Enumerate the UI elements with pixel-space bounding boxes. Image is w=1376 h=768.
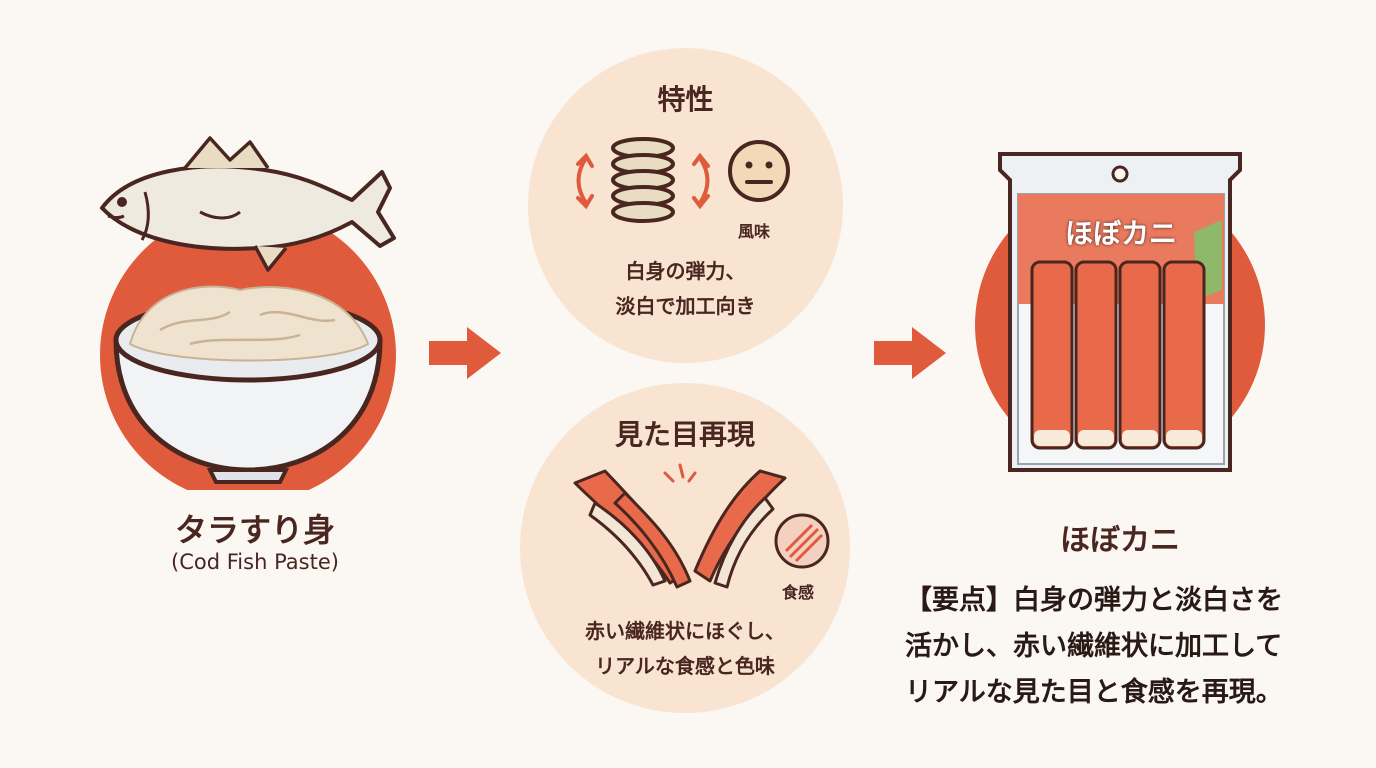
properties-title: 特性 [657,83,714,116]
arrow-right-icon [429,327,501,379]
product-title: ほぼカニ [1060,523,1180,558]
appearance-text-line1: 赤い繊維状にほぐし、 [585,619,785,643]
texture-label: 食感 [782,583,815,602]
product-panel: ほぼカニ ほぼカニ [960,140,1280,560]
source-panel: タラすり身 (Cod Fish Paste) [90,130,420,590]
summary-line1: 【要点】白身の弾力と淡白さを [905,585,1283,616]
flavor-label: 風味 [738,222,771,241]
summary-line2: 活かし、赤い繊維状に加工して [905,631,1283,662]
crab-stick-package-icon [975,152,1265,472]
magnifier-fiber-icon [774,513,830,569]
package-label: ほぼカニ [1064,217,1177,250]
appearance-text-line2: リアルな食感と色味 [595,654,775,678]
source-title: タラすり身 [174,511,335,549]
shredded-crab-stick-icon [573,463,787,589]
spring-icon [576,137,710,223]
summary-text: 【要点】白身の弾力と淡白さを 活かし、赤い繊維状に加工して リアルな見た目と食感… [905,578,1345,716]
bowl-of-paste-icon [100,136,396,490]
properties-text-line2: 淡白で加工向き [615,294,756,318]
source-subtitle: (Cod Fish Paste) [171,550,339,574]
properties-circle: 特性 風味 白身の弾力、 淡白で加工向き [528,48,843,363]
arrow-right-icon [874,327,946,379]
appearance-title: 見た目再現 [614,418,755,451]
neutral-face-icon [728,140,790,202]
summary-line3: リアルな見た目と食感を再現。 [905,677,1283,708]
appearance-circle: 見た目再現 食感 赤い繊維状にほぐし、 リアルな食感と色味 [520,383,850,713]
fish-icon [100,136,396,272]
properties-text-line1: 白身の弾力、 [625,259,746,283]
